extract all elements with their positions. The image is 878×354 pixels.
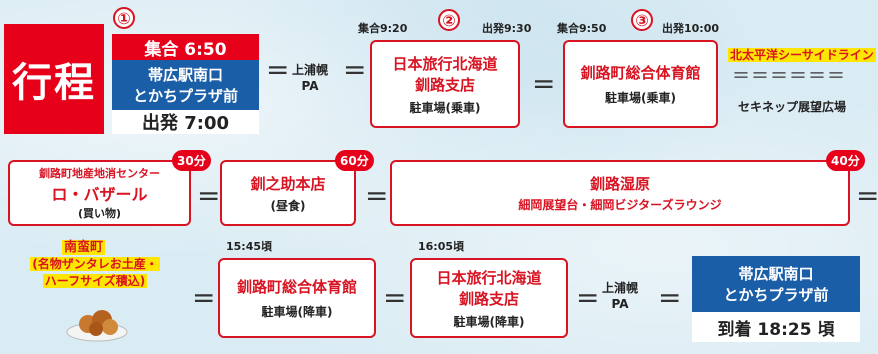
sekinepp-viewpoint: セキネップ展望広場	[738, 100, 847, 114]
kamiurahoro-pa-2: 上浦幌 PA	[602, 280, 638, 312]
market-note: (買い物)	[77, 207, 122, 220]
kamiurahoro-pa-1: 上浦幌 PA	[292, 62, 328, 94]
lunch-name: 釧之助本店	[250, 174, 326, 193]
kushiro-gym-stop-board: 釧路町総合体育館 駐車場(乗車)	[563, 40, 718, 128]
pacific-label: 北太平洋シーサイドライン	[728, 48, 876, 62]
connector: =	[343, 53, 367, 86]
nittabi-kushiro-stop-board: 日本旅行北海道 釧路支店 駐車場(乗車)	[370, 40, 520, 128]
arrival-time-1545: 15:45頃	[226, 240, 273, 253]
parking-board-label: 駐車場(乗車)	[409, 100, 481, 115]
obihiro-line1: 帯広駅南口	[738, 265, 814, 283]
depart-time-2: 出発9:30	[482, 22, 532, 35]
connector: =	[266, 53, 290, 86]
nittabi-line1: 日本旅行北海道	[436, 268, 542, 287]
connector: =	[365, 179, 389, 212]
step-3-marker: ③	[631, 9, 653, 31]
meet-time-2: 集合9:20	[358, 22, 408, 35]
arrival-time-final: 到着 18:25 頃	[692, 312, 860, 342]
pa-label: PA	[301, 79, 319, 93]
ro-bazaar-stop: 釧路町地産地消センター ロ・バザール (買い物)	[8, 160, 191, 226]
connector: =	[532, 67, 556, 100]
nittabi-kushiro-dropoff: 日本旅行北海道 釧路支店 駐車場(降車)	[410, 258, 568, 338]
zangi-food-illustration	[66, 298, 128, 342]
parking-board-label: 駐車場(乗車)	[605, 91, 676, 105]
market-subtitle: 釧路町地産地消センター	[39, 167, 160, 180]
connector: =	[658, 281, 682, 314]
connector: =	[856, 179, 878, 212]
marsh-name: 釧路湿原	[589, 175, 650, 193]
kamiurahoro-label: 上浦幌	[292, 63, 329, 77]
obihiro-station-origin: 帯広駅南口 とかちプラザ前	[112, 60, 259, 110]
connector: =	[576, 281, 600, 314]
duration-badge-30: 30分	[172, 150, 211, 171]
obihiro-line2: とかちプラザ前	[723, 286, 829, 304]
step-2-marker: ②	[438, 9, 460, 31]
market-name: ロ・バザール	[51, 185, 148, 204]
senosuke-lunch-stop: 釧之助本店 (昼食)	[220, 160, 356, 226]
nanbanmachi-label: 南蛮町	[62, 236, 106, 255]
marsh-subtitle: 細岡展望台・細岡ビジターズラウンジ	[518, 198, 722, 212]
obihiro-line2: とかちプラザ前	[132, 87, 238, 105]
meet-time-1: 集合 6:50	[112, 34, 259, 60]
depart-time-1: 出発 7:00	[112, 110, 259, 134]
seaside-line-connector: ＝＝＝＝＝＝	[732, 66, 846, 87]
souvenir-note: (名物ザンタレお土産・ ハーフサイズ積込)	[10, 256, 180, 290]
meet-time-3: 集合9:50	[557, 22, 607, 35]
connector: =	[192, 281, 216, 314]
parking-alight-label: 駐車場(降車)	[261, 305, 333, 319]
nittabi-line2: 釧路支店	[458, 289, 519, 308]
obihiro-line1: 帯広駅南口	[147, 66, 223, 84]
pacific-seaside-line: 北太平洋シーサイドライン	[728, 46, 876, 63]
connector: =	[383, 281, 407, 314]
nanbanmachi-name: 南蛮町	[62, 240, 106, 255]
pa-label: PA	[611, 297, 629, 311]
gym-name: 釧路町総合体育館	[236, 278, 357, 296]
nittabi-line1: 日本旅行北海道	[392, 54, 498, 73]
depart-time-3: 出発10:00	[662, 22, 720, 35]
arrival-time-1605: 16:05頃	[418, 240, 465, 253]
step-1-marker: ①	[113, 7, 135, 29]
duration-badge-60: 60分	[335, 150, 374, 171]
obihiro-station-destination: 帯広駅南口 とかちプラザ前	[692, 256, 860, 312]
connector: =	[197, 179, 221, 212]
nittabi-line2: 釧路支店	[414, 75, 475, 94]
gym-name: 釧路町総合体育館	[580, 64, 701, 82]
duration-badge-40: 40分	[826, 150, 865, 171]
kushiro-marsh-stop: 釧路湿原 細岡展望台・細岡ビジターズラウンジ	[390, 160, 850, 226]
parking-alight-label: 駐車場(降車)	[453, 314, 525, 329]
souvenir-line2: ハーフサイズ積込)	[42, 274, 148, 288]
kushiro-gym-dropoff: 釧路町総合体育館 駐車場(降車)	[218, 258, 376, 338]
kamiurahoro-label: 上浦幌	[602, 281, 639, 295]
souvenir-line1: (名物ザンタレお土産・	[30, 257, 160, 271]
lunch-note: (昼食)	[270, 198, 306, 213]
itinerary-title: 行程	[4, 24, 104, 134]
